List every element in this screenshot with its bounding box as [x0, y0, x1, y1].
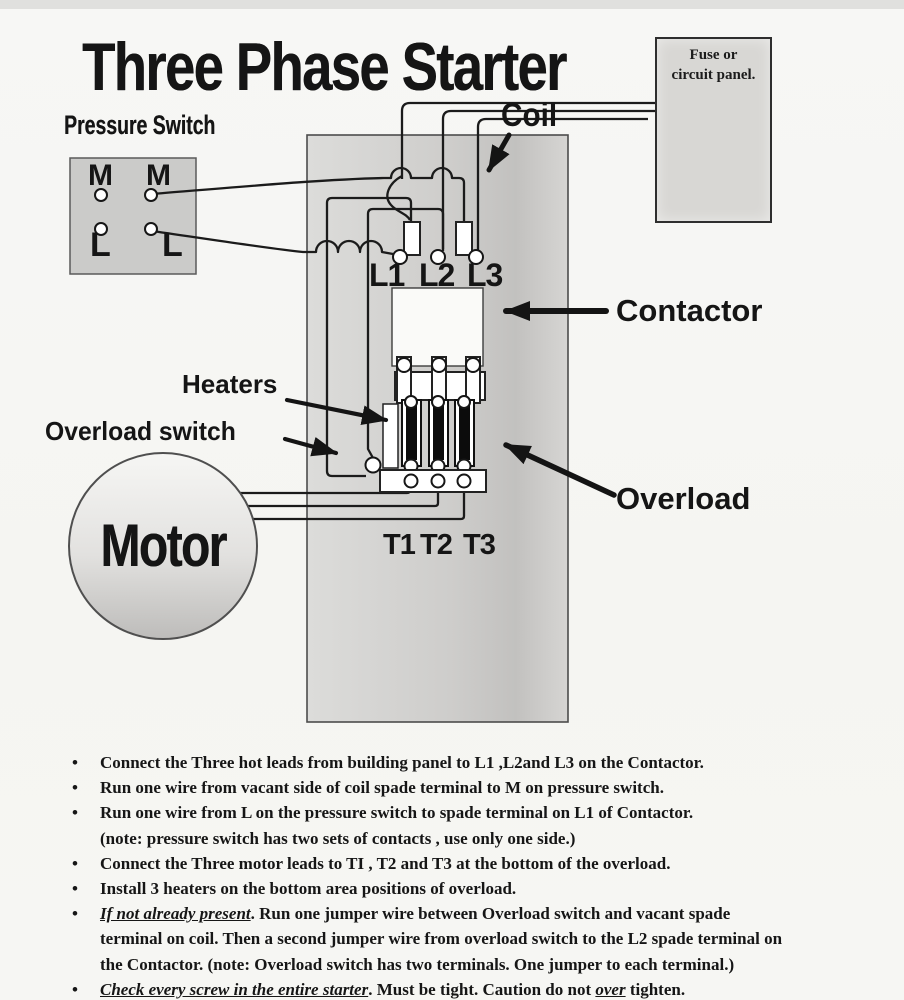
terminal-label-l2: L2 [419, 257, 455, 293]
pressure-switch-terminal-m-left: M [88, 159, 113, 192]
motor-label: Motor [100, 512, 227, 579]
overload-terminal-labels: T1 T2 T3 [0, 529, 904, 563]
instruction-text: Run one wire from L on the pressure swit… [100, 803, 694, 823]
callout-arrows [282, 132, 617, 498]
instruction-item: Connect the Three motor leads to TI , T2… [60, 851, 872, 876]
heaters-arrow [284, 397, 389, 426]
instruction-text: Connect the Three hot leads from buildin… [100, 753, 704, 772]
instruction-item: If not already present. Run one jumper w… [60, 901, 872, 977]
fuse-panel-box: Fuse or circuit panel. [655, 37, 772, 223]
heater-bar [406, 404, 417, 460]
terminal-label-l3: L3 [467, 257, 503, 293]
instruction-text: . Run one jumper wire between Overload s… [250, 904, 731, 924]
jumper-wire-2 [366, 207, 445, 459]
overload-switch-terminal [364, 456, 382, 474]
instruction-emphasis-over: over [595, 979, 626, 999]
instruction-lead-emphasis: Check every screw in the entire starter [100, 979, 369, 999]
instruction-text: tighten. [625, 979, 686, 999]
motor-circle [68, 452, 258, 640]
instruction-text: Run one wire from vacant side of coil sp… [100, 778, 664, 798]
instruction-item: Install 3 heaters on the bottom area pos… [60, 876, 872, 901]
line-terminal-circles [392, 249, 484, 265]
instruction-text: terminal on coil. Then a second jumper w… [100, 929, 783, 949]
l-terminal-wire [151, 229, 394, 256]
heaters-label: Heaters [182, 369, 278, 399]
overload-label: Overload [616, 481, 751, 516]
instruction-item: Run one wire from L on the pressure swit… [60, 800, 872, 850]
instruction-text: the Contactor. (note: Overload switch ha… [100, 954, 735, 974]
contactor-terminal-labels: L1 L2 L3 [0, 257, 904, 293]
contactor-inner-body [391, 287, 484, 367]
pressure-switch-terminal-m-right: M [146, 159, 171, 192]
overload-switch-strip [382, 403, 399, 469]
coil-spade-terminals [403, 221, 473, 256]
instruction-text: Connect the Three motor leads to TI , T2… [100, 853, 671, 873]
instruction-text: . Must be tight. Caution do not [368, 979, 596, 999]
instruction-text: (note: pressure switch has two sets of c… [100, 828, 576, 848]
control-wires [151, 166, 466, 478]
heater-top-circles [404, 395, 471, 409]
fuse-panel-label: Fuse or circuit panel. [671, 47, 756, 83]
terminal-label-t1: T1 [383, 529, 416, 561]
overload-switch-label: Overload switch [45, 416, 236, 446]
page-title: Three Phase Starter [82, 29, 567, 105]
coil-label: Coil [501, 96, 558, 133]
heater-bar [433, 404, 444, 460]
overload-bottom-circles [403, 473, 472, 489]
jumper-wire-1 [325, 196, 413, 478]
terminal-label-t3: T3 [463, 529, 496, 561]
pressure-switch-box [69, 157, 197, 275]
wire-crossover-loop [386, 174, 411, 221]
pressure-switch-label: Pressure Switch [64, 110, 216, 140]
m-terminal-wire [151, 166, 466, 223]
heater-bar [459, 404, 470, 460]
pressure-switch-terminal-l-right: L [162, 226, 183, 264]
overload-arrow [503, 442, 617, 498]
instruction-item: Run one wire from vacant side of coil sp… [60, 775, 872, 800]
supply-wires [386, 101, 655, 251]
instruction-text: Install 3 heaters on the bottom area pos… [100, 879, 517, 899]
overload-switch-arrow [282, 436, 339, 457]
diagram-artwork [0, 0, 904, 723]
instruction-item: Check every screw in the entire starter.… [60, 977, 872, 1000]
instruction-lead-emphasis: If not already present [100, 904, 251, 924]
overload-assembly [364, 356, 487, 493]
scan-artifact-band [0, 0, 904, 9]
overload-top-circles [396, 357, 481, 373]
pressure-switch-terminal-l-left: L [90, 226, 111, 264]
heater-elements [401, 399, 475, 467]
terminal-label-t2: T2 [420, 529, 453, 561]
instructions-list: Connect the Three hot leads from buildin… [60, 750, 872, 1000]
contactor-label: Contactor [616, 293, 763, 328]
terminal-label-l1: L1 [369, 257, 405, 293]
instruction-item: Connect the Three hot leads from buildin… [60, 750, 872, 775]
pressure-switch-circles [94, 188, 158, 236]
coil-arrow [486, 132, 512, 173]
